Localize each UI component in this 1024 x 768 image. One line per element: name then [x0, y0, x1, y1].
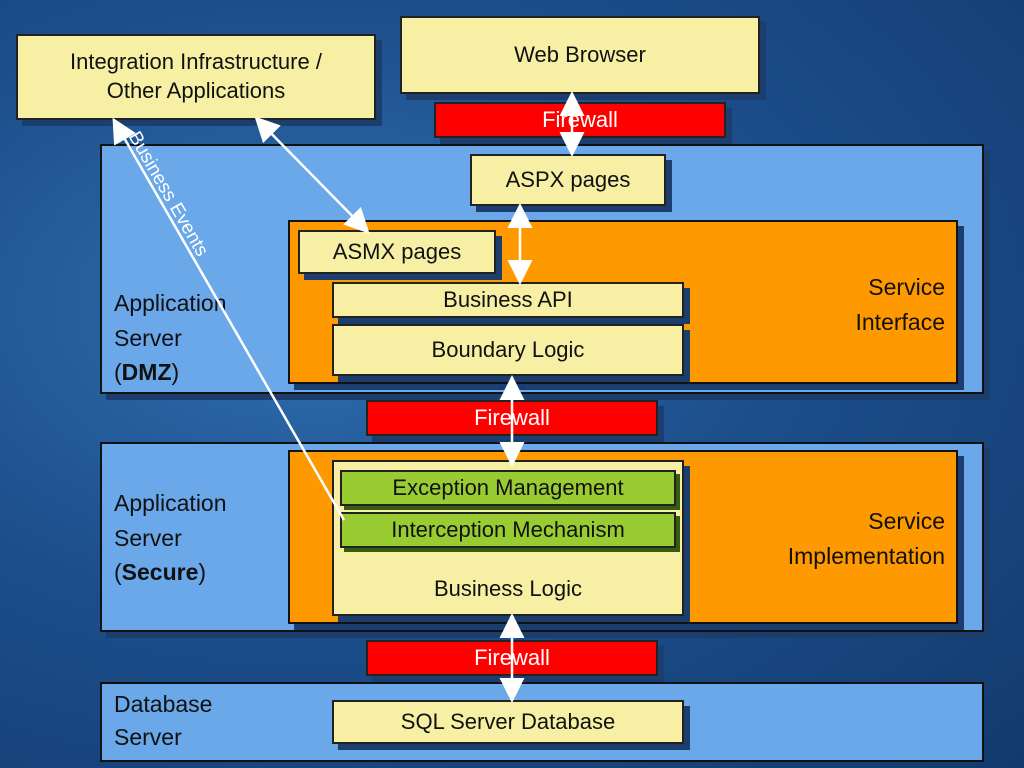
- asmx-pages-label: ASMX pages: [332, 238, 462, 264]
- web-browser-label: Web Browser: [514, 41, 646, 67]
- secure-line1: Application: [114, 490, 227, 516]
- exception-management-box: Exception Management: [340, 470, 676, 506]
- app-server-dmz-label: Application Server (DMZ): [114, 286, 227, 390]
- interception-mechanism-box: Interception Mechanism: [340, 512, 676, 548]
- business-api-label: Business API: [443, 286, 573, 312]
- web-browser-box: Web Browser: [400, 16, 760, 94]
- secure-line2: Server: [114, 524, 182, 551]
- sql-server-database-label: SQL Server Database: [400, 708, 616, 734]
- integration-infrastructure-label: Integration Infrastructure / Other Appli…: [70, 49, 322, 103]
- database-server-label: Database Server: [114, 691, 213, 751]
- service-implementation-label: Service Implementation: [787, 508, 945, 569]
- dmz-line3: (DMZ): [114, 359, 180, 385]
- aspx-pages-box: ASPX pages: [470, 154, 666, 206]
- integration-infrastructure-box: Integration Infrastructure / Other Appli…: [16, 34, 376, 120]
- exception-management-label: Exception Management: [392, 475, 624, 500]
- secure-line3: (Secure): [114, 559, 207, 585]
- arrow-business-events: [112, 117, 346, 521]
- business-api-box: Business API: [332, 282, 684, 318]
- app-server-secure-label: Application Server (Secure): [114, 486, 227, 590]
- boundary-logic-box: Boundary Logic: [332, 324, 684, 376]
- boundary-logic-label: Boundary Logic: [431, 336, 585, 362]
- dmz-line1: Application: [114, 290, 227, 316]
- arrow-integration-asmx: [254, 116, 370, 234]
- aspx-pages-label: ASPX pages: [505, 166, 631, 192]
- service-interface-label: Service Interface: [855, 274, 946, 335]
- business-logic-label: Business Logic: [434, 576, 582, 602]
- asmx-pages-box: ASMX pages: [298, 230, 496, 274]
- interception-mechanism-label: Interception Mechanism: [391, 517, 625, 542]
- dmz-line2: Server: [114, 324, 182, 351]
